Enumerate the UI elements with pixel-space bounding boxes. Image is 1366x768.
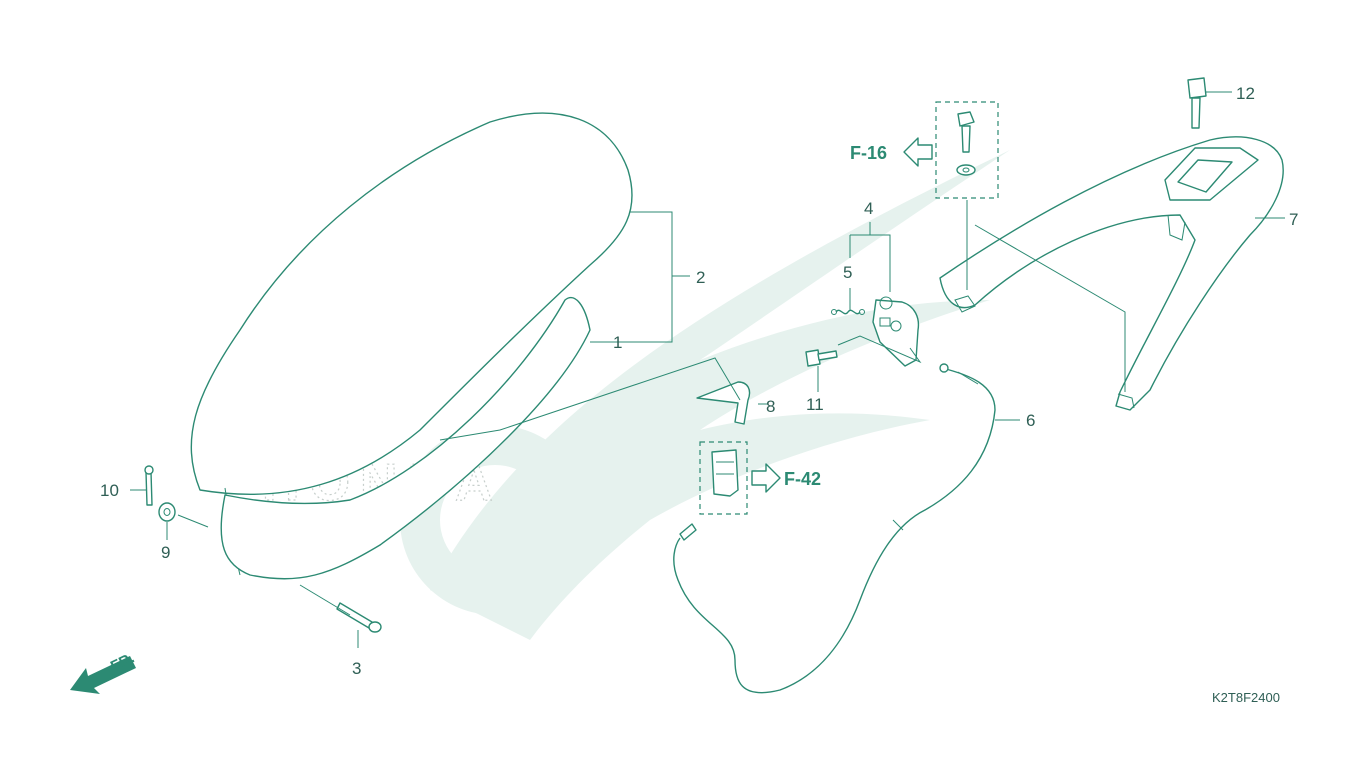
cable-end [957,371,979,385]
callout-12: 12 [1236,84,1255,103]
cable-clamp [892,519,904,531]
callout-5: 5 [843,263,852,282]
callout-7: 7 [1289,210,1298,229]
bolt-washer-group [935,101,999,199]
ref-arrow-f42 [751,463,781,493]
front-direction-arrow [70,656,136,694]
bolt-11 [805,349,838,367]
callout-2: 2 [696,268,705,287]
grab-rail [939,136,1284,411]
ref-f42-label: F-42 [784,469,821,489]
seat-lock-spring [831,309,865,315]
ref-f16-label: F-16 [850,143,887,163]
cable-connector [699,441,748,515]
cable-end-ring [939,363,949,373]
callout-8: 8 [766,397,775,416]
pin [336,602,382,633]
seat-lock-cable [673,367,996,694]
bolt-12 [1187,77,1207,129]
callout-6: 6 [1026,411,1035,430]
callout-11: 11 [806,395,824,414]
seat-trim [220,297,591,580]
washer [158,502,176,522]
ref-arrow-f16 [903,137,933,167]
callout-1: 1 [613,333,622,352]
diagram-code: K2T8F2400 [1212,690,1280,705]
cotter-pin [144,465,154,506]
leader-lines [130,91,1285,648]
callout-4: 4 [864,199,873,218]
callout-10: 10 [100,481,119,500]
callout-9: 9 [161,543,170,562]
seat-lock [872,296,920,367]
cable-end-lower [679,523,697,541]
seat-bracket [696,381,751,425]
callout-3: 3 [352,659,361,678]
